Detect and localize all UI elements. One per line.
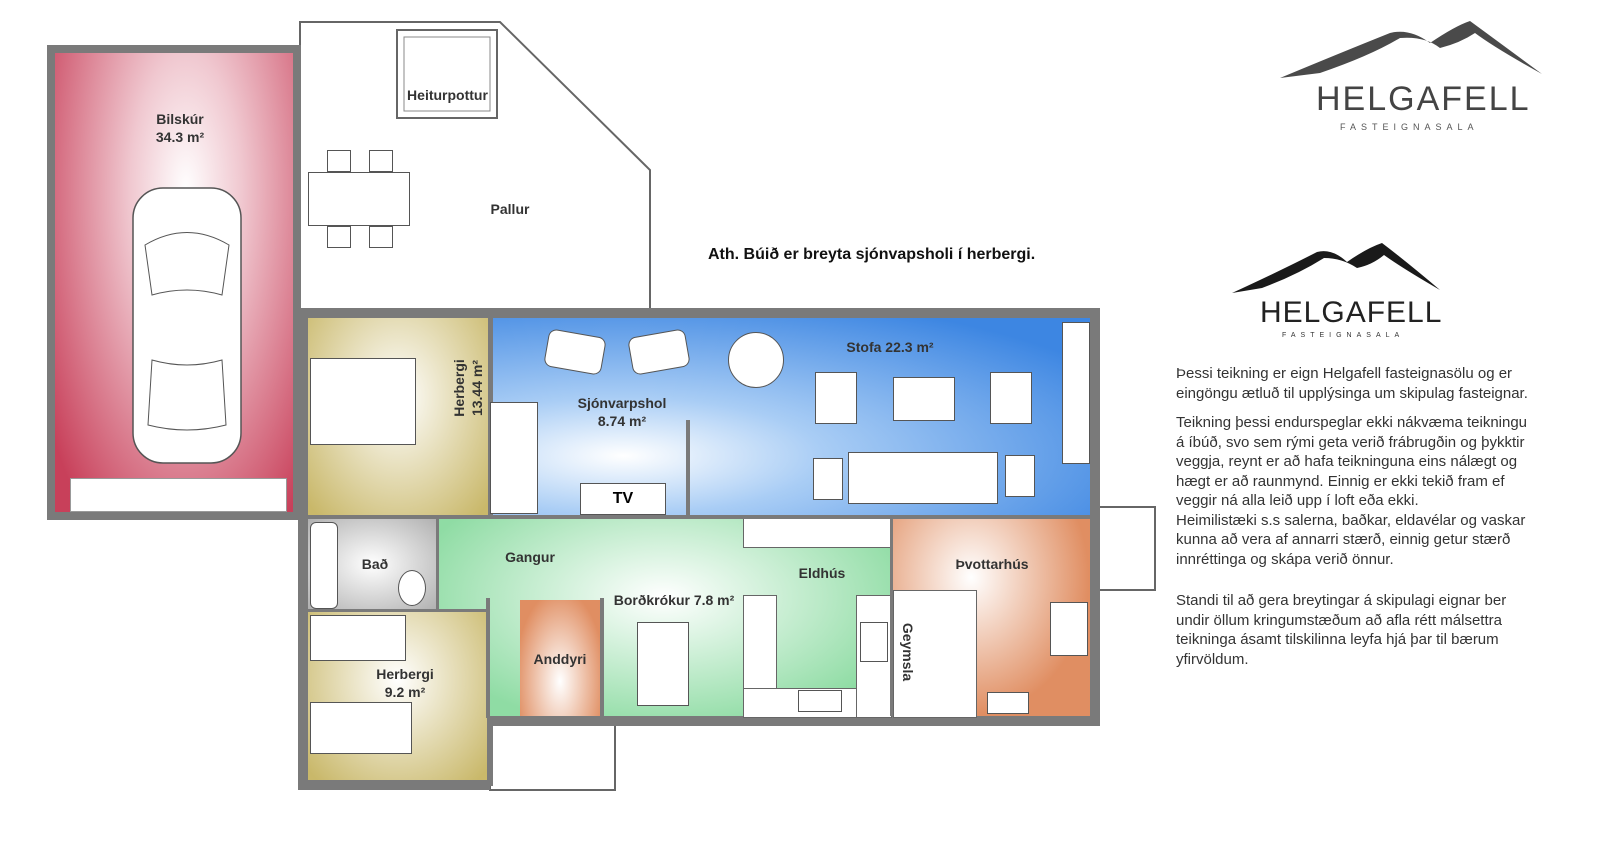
kitchen-counter — [743, 518, 892, 548]
wall-right — [1090, 308, 1100, 726]
room-name: Bilskúr — [156, 111, 204, 127]
label-heiturpottur: Heiturpottur — [407, 87, 488, 103]
label-bad: Bað — [361, 556, 389, 572]
label-eldhus: Eldhús — [798, 565, 846, 581]
side-table — [813, 458, 843, 500]
wall — [486, 598, 490, 718]
logo-tagline: FASTEIGNASALA — [1340, 122, 1479, 132]
chair — [369, 150, 393, 172]
wall — [890, 518, 893, 716]
room-name: Herbergi — [376, 666, 434, 682]
sink — [798, 690, 842, 712]
outdoor-table — [308, 172, 410, 226]
wardrobe — [310, 615, 406, 661]
dining-table — [637, 622, 689, 706]
dining-table — [728, 332, 784, 388]
wall-left — [298, 308, 308, 790]
coffee-table — [893, 377, 955, 421]
logo-tagline: FASTEIGNASALA — [1282, 332, 1405, 339]
armchair — [815, 372, 857, 424]
wardrobe — [490, 402, 538, 514]
armchair — [990, 372, 1032, 424]
label-geymsla: Geymsla — [900, 622, 916, 682]
wall — [686, 420, 690, 515]
room-area: 13.44 m² — [469, 359, 485, 417]
shelf — [1062, 322, 1090, 464]
chair — [327, 150, 351, 172]
mountain-logo-icon — [1280, 21, 1542, 78]
description-paragraph: Standi til að gera breytingar á skipulag… — [1176, 592, 1507, 668]
chair — [327, 226, 351, 248]
room-area: 8.74 m² — [597, 413, 647, 429]
wall-bottom-left — [298, 780, 490, 790]
room-anddyri — [520, 600, 600, 716]
side-table — [1005, 455, 1035, 497]
wall — [436, 518, 439, 610]
label-anddyri: Anddyri — [533, 651, 587, 667]
washing-machine — [1050, 602, 1088, 656]
description-paragraph: Teikning þessi endurspeglar ekki nákvæma… — [1176, 414, 1528, 568]
label-sjonvarpshol: Sjónvarpshol 8.74 m² — [562, 394, 682, 430]
garage-door — [70, 478, 287, 512]
wall — [600, 598, 604, 716]
car-icon — [132, 187, 242, 464]
label-thvottahus: Þvottarhús — [955, 556, 1029, 572]
room-area: 9.2 m² — [384, 684, 426, 700]
room-geymsla — [893, 590, 977, 718]
description-paragraph: Þessi teikning er eign Helgafell fasteig… — [1176, 365, 1528, 402]
logo-name: HELGAFELL — [1260, 296, 1443, 329]
logo-name: HELGAFELL — [1316, 80, 1531, 118]
toilet — [398, 570, 426, 606]
wall-step — [487, 716, 493, 786]
room-area: 34.3 m² — [155, 129, 205, 145]
label-bordkrokur: Borðkrókur 7.8 m² — [613, 592, 735, 608]
room-name: Herbergi — [451, 359, 467, 417]
label-bilskur: Bilskúr 34.3 m² — [130, 110, 230, 146]
note-text: Ath. Búið er breyta sjónvapsholi í herbe… — [708, 246, 1036, 263]
wall — [308, 515, 1090, 519]
tv-unit: TV — [580, 483, 666, 515]
label-pallur: Pallur — [490, 201, 530, 217]
label-stofa: Stofa 22.3 m² — [846, 339, 934, 355]
wall — [308, 609, 488, 612]
label-herbergi-2: Herbergi 9.2 m² — [360, 665, 450, 701]
wall-bottom-right — [487, 716, 1100, 726]
bathtub — [310, 522, 338, 609]
stove — [860, 622, 888, 662]
mountain-logo-icon — [1232, 243, 1440, 293]
bed — [310, 358, 416, 445]
chair — [369, 226, 393, 248]
label-gangur: Gangur — [505, 549, 555, 565]
description: Þessi teikning er eign Helgafell fasteig… — [1176, 364, 1536, 679]
bed — [310, 702, 412, 754]
sink — [987, 692, 1029, 714]
wall-top — [298, 308, 1100, 318]
sofa — [848, 452, 998, 504]
room-name: Sjónvarpshol — [577, 395, 667, 411]
